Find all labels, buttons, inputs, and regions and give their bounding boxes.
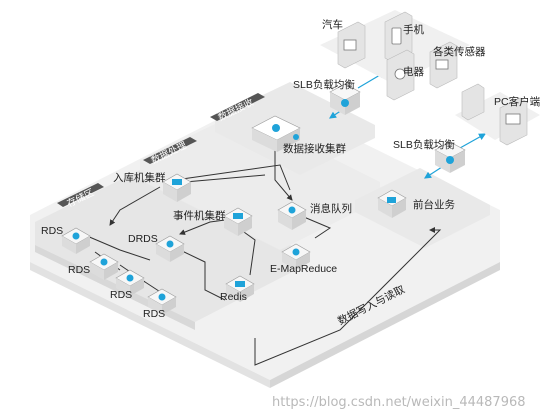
car-icon	[337, 21, 366, 69]
processing-zone	[140, 112, 380, 250]
label-rds-1: RDS	[41, 225, 63, 237]
label-inbound-cluster: 入库机集群	[113, 171, 166, 184]
slb-top-icon	[329, 83, 361, 115]
sensor-icon	[429, 41, 458, 89]
rds-icon-2	[89, 253, 119, 280]
drds-icon	[155, 235, 185, 262]
label-message-queue: 消息队列	[310, 202, 352, 215]
label-pc: PC客户端	[494, 95, 541, 108]
rds-icon-1	[61, 227, 91, 254]
label-receiver-cluster: 数据接收集群	[283, 142, 346, 155]
label-front-business: 前台业务	[413, 198, 455, 211]
label-rds-4: RDS	[143, 308, 165, 320]
redis-icon	[225, 275, 255, 302]
appliance-icon	[386, 49, 415, 101]
watermark: https://blog.csdn.net/weixin_44487968	[272, 395, 526, 410]
slb-right-icon	[434, 141, 466, 173]
rds-icon-3	[115, 269, 145, 296]
label-drds: DRDS	[128, 233, 158, 245]
front-business-icon	[377, 189, 407, 218]
label-phone: 手机	[403, 23, 424, 36]
rds-icon-4	[147, 288, 177, 315]
phone-icon	[384, 11, 413, 63]
emapreduce-icon	[281, 243, 311, 270]
label-event-cluster: 事件机集群	[173, 209, 226, 222]
receiver-cluster-icon	[251, 115, 301, 152]
label-car: 汽车	[322, 18, 343, 31]
label-sensors: 各类传感器	[433, 45, 486, 58]
pc-icon	[499, 97, 528, 146]
inbound-cluster-icon	[162, 173, 192, 202]
pc-icon-small	[461, 83, 485, 121]
event-cluster-icon	[223, 207, 253, 236]
label-rds-2: RDS	[68, 264, 90, 276]
label-rds-3: RDS	[110, 289, 132, 301]
label-appliance: 电器	[403, 65, 424, 78]
front-business-zone	[355, 168, 490, 248]
label-emapreduce: E-MapReduce	[270, 263, 337, 275]
label-slb-right: SLB负载均衡	[393, 138, 455, 151]
message-queue-icon	[277, 201, 307, 230]
label-slb-top: SLB负载均衡	[293, 78, 355, 91]
label-redis: Redis	[220, 291, 247, 303]
